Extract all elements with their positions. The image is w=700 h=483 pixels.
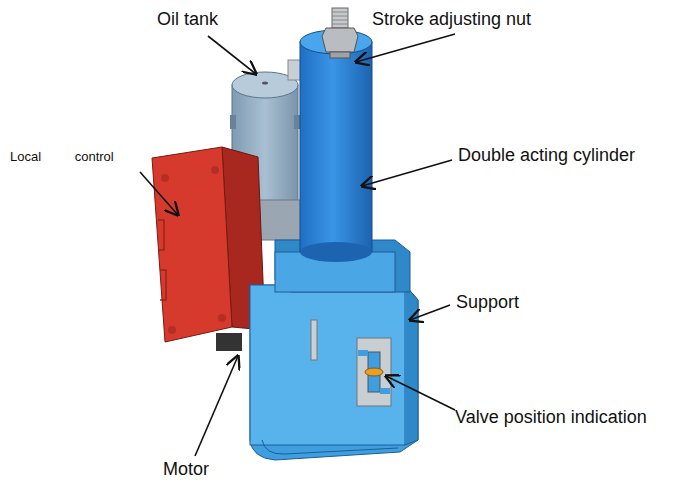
double-acting-cylinder xyxy=(300,30,372,262)
part-label: Double acting cylinder xyxy=(458,145,635,166)
part-label: Motor xyxy=(163,459,209,480)
cylinder-base xyxy=(275,240,410,292)
motor-part xyxy=(216,333,242,351)
stroke-adjusting-nut xyxy=(322,8,358,58)
part-label: Oil tank xyxy=(157,9,218,30)
part-label: Support xyxy=(456,292,519,313)
part-label: Local control xyxy=(10,150,114,165)
local-control-box xyxy=(152,147,265,342)
part-label: Valve position indication xyxy=(455,407,647,428)
support-bracket xyxy=(250,285,418,460)
leader-lines xyxy=(140,34,455,456)
part-label: Stroke adjusting nut xyxy=(372,9,531,30)
